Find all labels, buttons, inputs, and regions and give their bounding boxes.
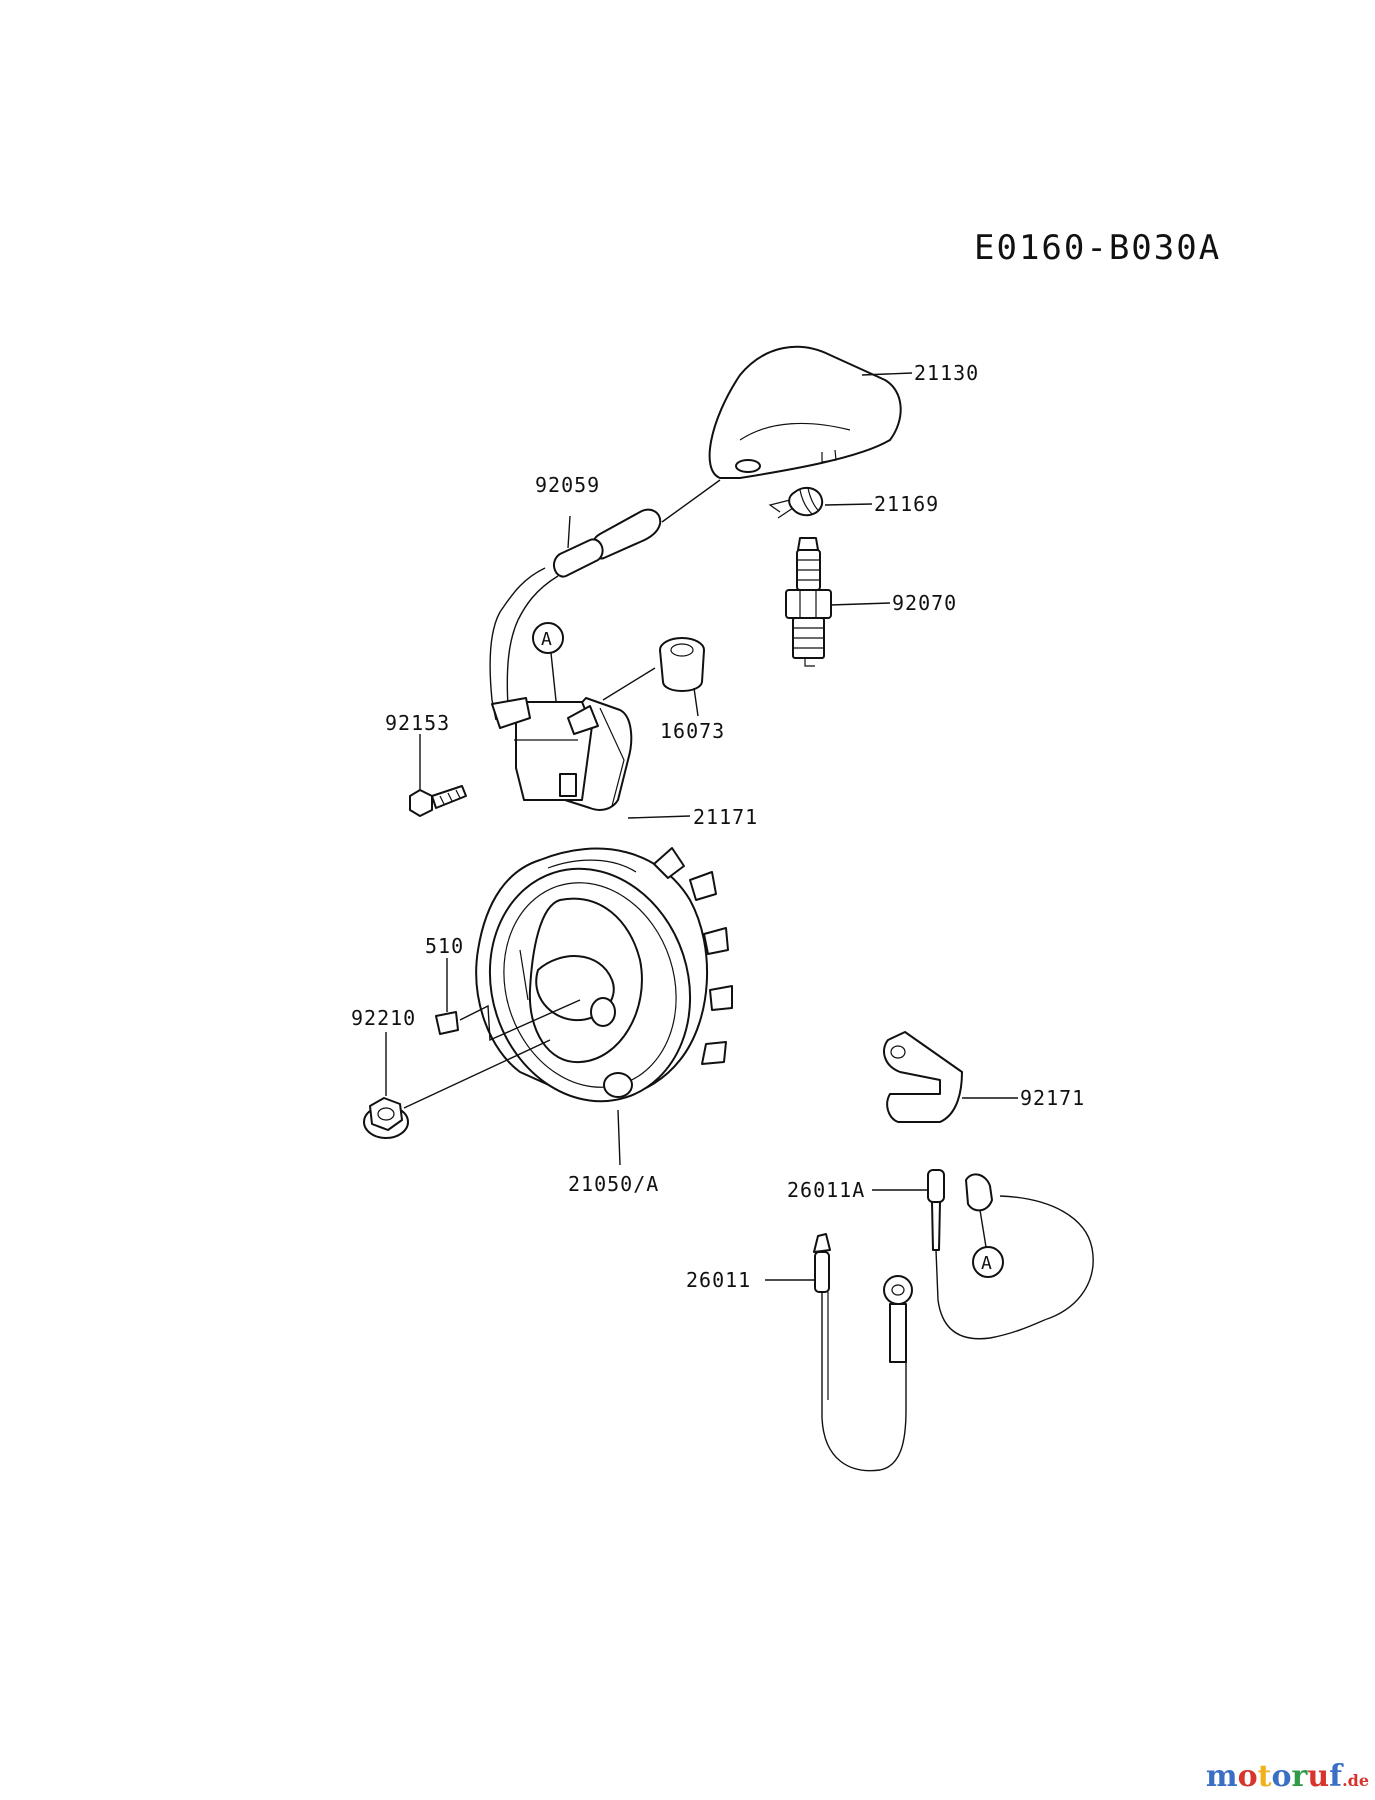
part-number-92210[interactable]: 92210 bbox=[351, 1006, 416, 1030]
svg-text:A: A bbox=[541, 629, 553, 650]
leader-21169 bbox=[824, 503, 873, 506]
part-number-26011[interactable]: 26011 bbox=[686, 1268, 751, 1292]
watermark-letter: t bbox=[1257, 1759, 1272, 1794]
leader-21171 bbox=[627, 815, 691, 819]
flange-nut-part[interactable] bbox=[363, 1039, 551, 1139]
leader-92059 bbox=[567, 515, 571, 549]
watermark-logo: motoruf .de bbox=[1206, 1759, 1369, 1794]
callout-a-lower: A bbox=[972, 1209, 1004, 1278]
lead-wire-26011-part[interactable] bbox=[813, 1233, 913, 1472]
diagram-code: E0160-B030A bbox=[974, 228, 1222, 268]
watermark-letter: m bbox=[1205, 1759, 1238, 1794]
part-number-510[interactable]: 510 bbox=[425, 934, 464, 958]
watermark-letter: u bbox=[1307, 1759, 1330, 1794]
ignition-coil-part[interactable] bbox=[491, 667, 656, 811]
spring-clip-part[interactable] bbox=[768, 486, 824, 519]
lead-wire-26011a-part[interactable] bbox=[927, 1169, 1094, 1340]
woodruff-key-part[interactable] bbox=[435, 999, 581, 1042]
spacer-part[interactable] bbox=[659, 637, 705, 692]
watermark-letter: f bbox=[1329, 1759, 1343, 1794]
leader-16073 bbox=[693, 687, 699, 717]
spark-plug-cap-part[interactable] bbox=[708, 345, 902, 479]
part-number-92171[interactable]: 92171 bbox=[1020, 1086, 1085, 1110]
leader-21050A bbox=[617, 1109, 621, 1166]
svg-text:A: A bbox=[981, 1253, 993, 1274]
part-number-21130[interactable]: 21130 bbox=[914, 361, 979, 385]
watermark-letter: r bbox=[1291, 1759, 1308, 1794]
watermark-brand: motoruf bbox=[1206, 1759, 1342, 1794]
part-number-92153[interactable]: 92153 bbox=[385, 711, 450, 735]
wire-clamp-part[interactable] bbox=[883, 1031, 963, 1123]
leader-21130 bbox=[861, 372, 913, 376]
flywheel-part[interactable] bbox=[460, 842, 733, 1127]
part-number-92070[interactable]: 92070 bbox=[892, 591, 957, 615]
part-number-16073[interactable]: 16073 bbox=[660, 719, 725, 743]
spark-plug-part[interactable] bbox=[785, 537, 832, 667]
ignition-lead-part[interactable] bbox=[489, 479, 721, 723]
part-number-92059[interactable]: 92059 bbox=[535, 473, 600, 497]
part-number-21171[interactable]: 21171 bbox=[693, 805, 758, 829]
watermark-suffix: .de bbox=[1342, 1771, 1369, 1790]
part-number-21169[interactable]: 21169 bbox=[874, 492, 939, 516]
bolt-part[interactable] bbox=[409, 785, 467, 817]
leader-92070 bbox=[829, 602, 891, 606]
part-number-21050A[interactable]: 21050/A bbox=[568, 1172, 659, 1196]
part-number-26011A[interactable]: 26011A bbox=[787, 1178, 865, 1202]
watermark-letter: o bbox=[1271, 1759, 1292, 1794]
watermark-letter: o bbox=[1237, 1759, 1258, 1794]
